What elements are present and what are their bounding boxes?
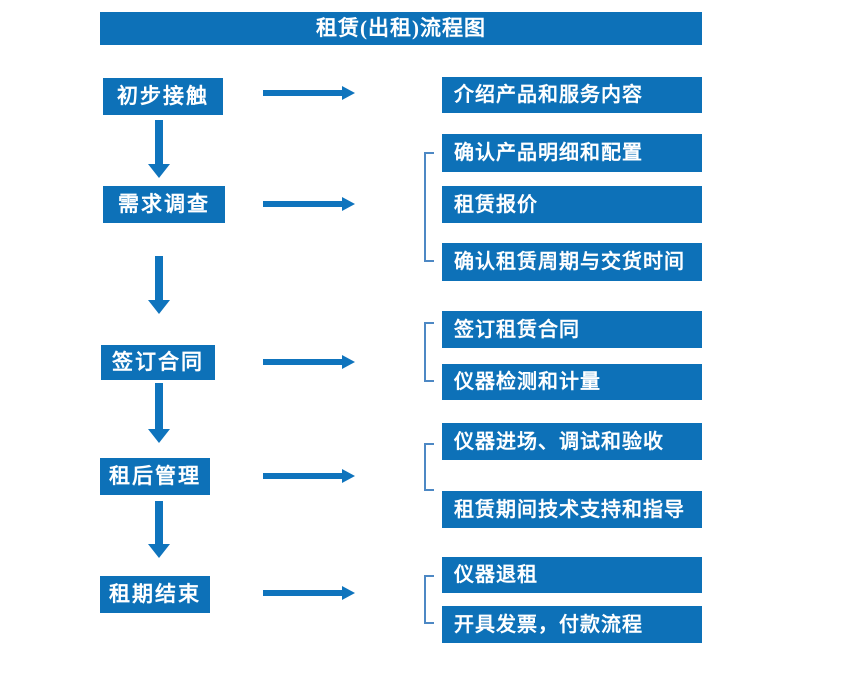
output-label: 签订租赁合同 — [454, 318, 580, 341]
stage-label: 需求调查 — [118, 192, 210, 216]
output-label: 确认租赁周期与交货时间 — [454, 251, 685, 273]
output-label: 租赁报价 — [454, 193, 538, 216]
output-label: 仪器退租 — [454, 564, 538, 586]
arrow-down-icon — [148, 256, 170, 314]
arrow-right-icon — [263, 86, 355, 100]
stage-label: 初步接触 — [117, 84, 209, 108]
arrow-right-icon — [263, 469, 355, 483]
arrow-shaft — [263, 201, 342, 207]
output-box-introduce-products-services: 介绍产品和服务内容 — [442, 77, 702, 113]
output-label: 仪器进场、调试和验收 — [454, 430, 664, 453]
arrow-head — [342, 197, 355, 211]
arrow-right-icon — [263, 586, 355, 600]
output-box-instrument-testing-metering: 仪器检测和计量 — [442, 364, 702, 400]
stage-box-rental-end: 租期结束 — [100, 576, 210, 613]
arrow-shaft — [155, 256, 163, 300]
arrow-head — [342, 586, 355, 600]
flowchart-title-text: 租赁(出租)流程图 — [316, 16, 486, 40]
arrow-down-icon — [148, 383, 170, 443]
stage-box-post-rental-management: 租后管理 — [100, 458, 210, 495]
output-label: 确认产品明细和配置 — [454, 142, 643, 164]
arrow-shaft — [263, 359, 342, 365]
stage-box-initial-contact: 初步接触 — [103, 78, 223, 115]
output-label: 租赁期间技术支持和指导 — [454, 498, 685, 521]
arrow-right-icon — [263, 355, 355, 369]
arrow-head — [148, 300, 170, 314]
stage-label: 签订合同 — [112, 350, 204, 374]
arrow-shaft — [263, 90, 342, 96]
arrow-right-icon — [263, 197, 355, 211]
output-label: 仪器检测和计量 — [454, 371, 601, 393]
output-box-confirm-rental-period-delivery: 确认租赁周期与交货时间 — [442, 243, 702, 281]
arrow-head — [342, 469, 355, 483]
output-box-sign-rental-contract: 签订租赁合同 — [442, 311, 702, 348]
group-bracket-icon — [424, 443, 434, 491]
arrow-shaft — [155, 501, 163, 544]
output-box-rental-quote: 租赁报价 — [442, 186, 702, 223]
flowchart-title-bar: 租赁(出租)流程图 — [100, 12, 702, 45]
group-bracket-icon — [424, 575, 434, 624]
output-box-confirm-product-details-config: 确认产品明细和配置 — [442, 134, 702, 172]
stage-box-sign-contract: 签订合同 — [101, 345, 215, 380]
output-box-tech-support-during-rental: 租赁期间技术支持和指导 — [442, 491, 702, 528]
arrow-shaft — [155, 383, 163, 429]
arrow-shaft — [263, 590, 342, 596]
arrow-shaft — [155, 120, 163, 164]
stage-label: 租期结束 — [109, 582, 201, 606]
stage-label: 租后管理 — [109, 464, 201, 488]
arrow-head — [148, 164, 170, 178]
group-bracket-icon — [424, 152, 434, 262]
group-bracket-icon — [424, 322, 434, 382]
arrow-head — [148, 429, 170, 443]
output-label: 介绍产品和服务内容 — [454, 84, 643, 106]
arrow-shaft — [263, 473, 342, 479]
stage-box-demand-survey: 需求调查 — [103, 186, 225, 223]
output-box-invoice-payment-process: 开具发票，付款流程 — [442, 606, 702, 643]
arrow-down-icon — [148, 501, 170, 558]
output-box-instrument-return: 仪器退租 — [442, 557, 702, 593]
arrow-head — [342, 86, 355, 100]
output-box-instrument-setup-acceptance: 仪器进场、调试和验收 — [442, 423, 702, 460]
arrow-head — [148, 544, 170, 558]
arrow-head — [342, 355, 355, 369]
arrow-down-icon — [148, 120, 170, 178]
output-label: 开具发票，付款流程 — [454, 613, 643, 636]
